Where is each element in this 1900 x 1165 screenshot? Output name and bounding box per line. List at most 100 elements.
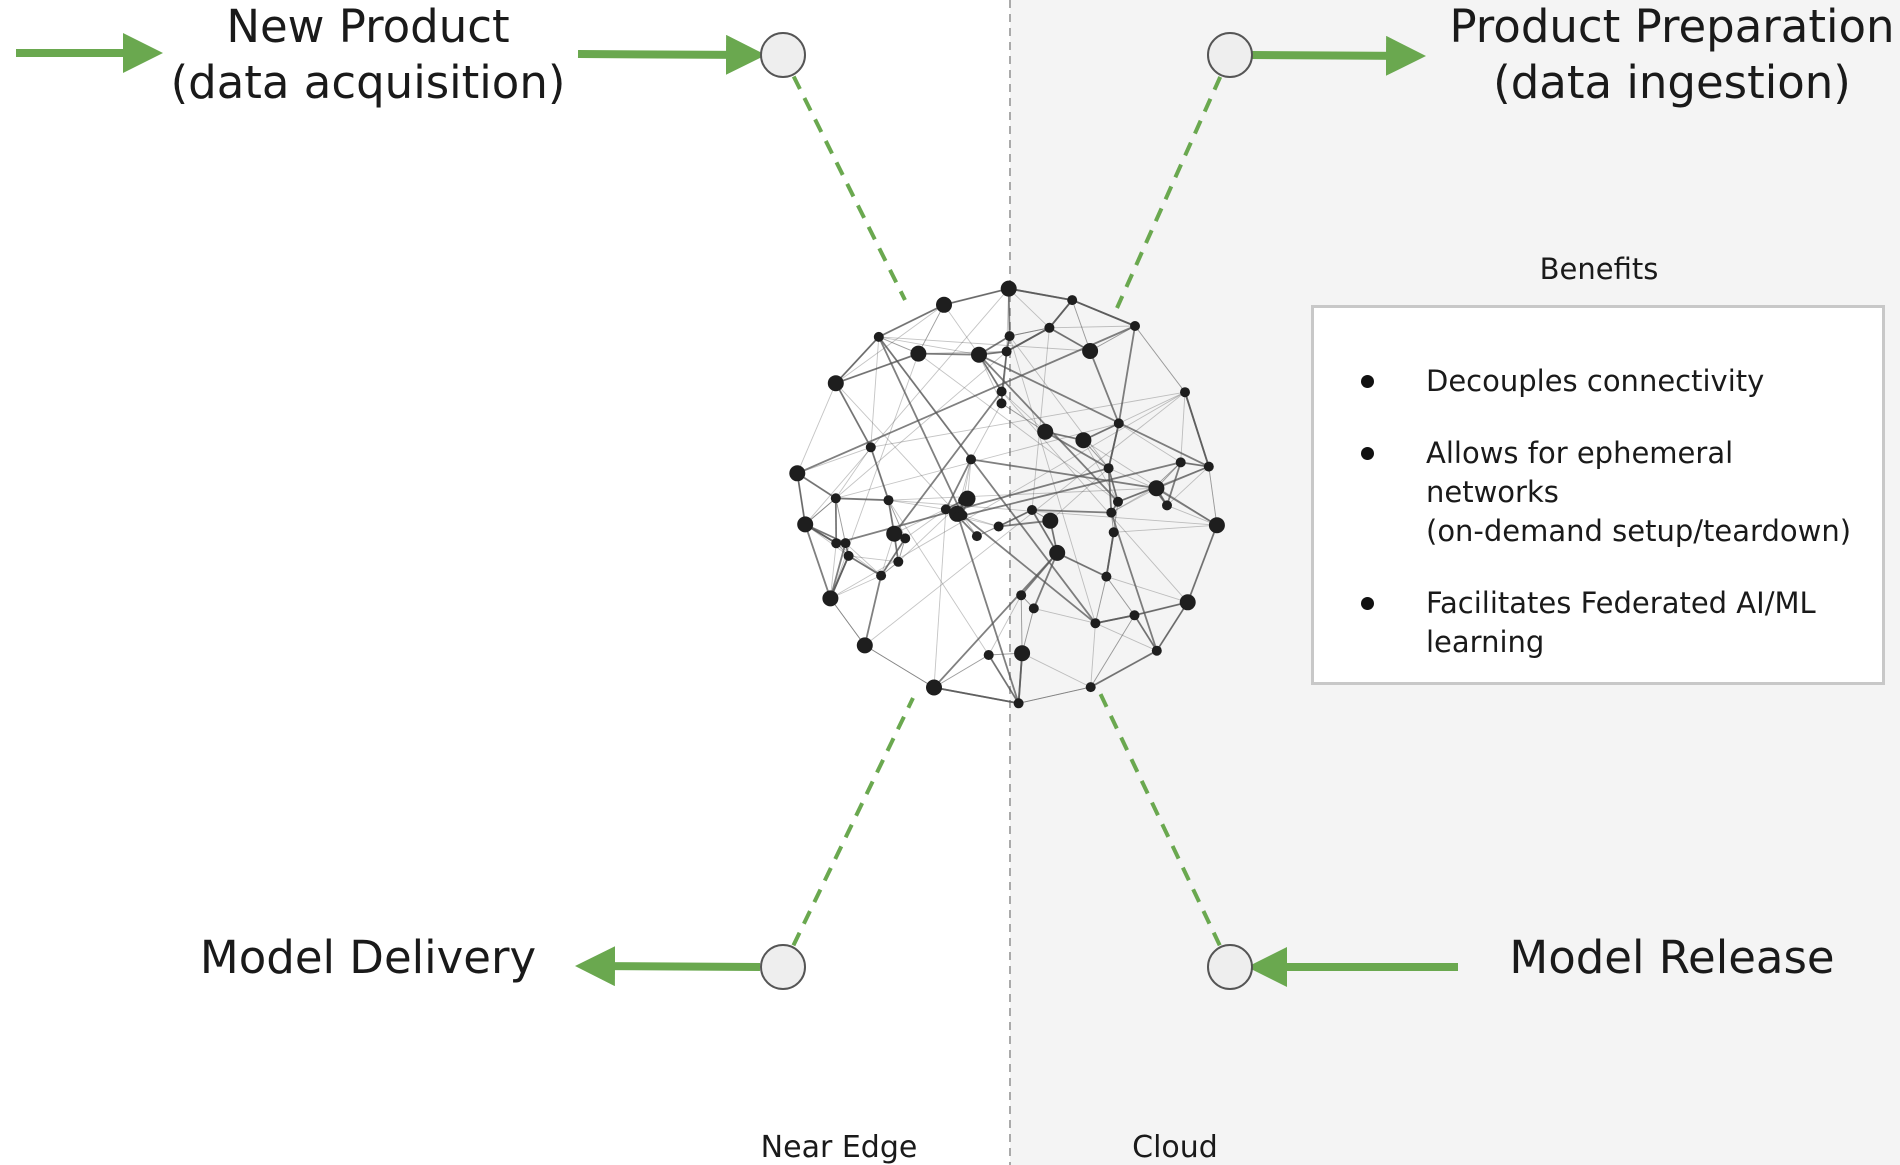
mesh-edge	[864, 645, 935, 688]
mesh-edge	[1009, 327, 1050, 337]
mesh-node	[1004, 331, 1015, 342]
mesh-edge	[864, 645, 935, 688]
mesh-edge	[1031, 509, 1112, 514]
mesh-node	[1162, 500, 1172, 511]
mesh-edge	[1117, 325, 1136, 424]
mesh-node	[873, 331, 884, 342]
mesh-edge	[1018, 686, 1091, 704]
mesh-edge	[877, 336, 964, 516]
mesh-edge	[845, 542, 882, 576]
mesh-edge	[1009, 327, 1050, 337]
mesh-node	[910, 345, 927, 362]
mesh-edge	[987, 654, 1020, 704]
mesh-edge	[1113, 501, 1119, 533]
mesh-edge	[1208, 466, 1218, 526]
mesh-edge	[1001, 336, 1011, 392]
mesh-edge	[1134, 325, 1186, 393]
mesh-edge	[830, 598, 866, 646]
mesh-node	[876, 570, 887, 581]
product-preparation-node	[1207, 32, 1253, 78]
mesh-edge	[1090, 615, 1135, 688]
mesh-edge	[1095, 622, 1157, 652]
mesh-edge	[878, 336, 1097, 624]
mesh-edge	[970, 403, 1002, 460]
mesh-node	[1103, 463, 1114, 474]
mesh-node	[883, 495, 894, 506]
model-delivery-label: Model Delivery	[200, 931, 536, 984]
mesh-edge	[878, 336, 1091, 352]
mesh-node	[843, 550, 854, 561]
mesh-node	[926, 679, 942, 696]
mesh-edge	[1009, 335, 1109, 469]
mesh-node	[1044, 322, 1055, 333]
mesh-edge	[1018, 686, 1091, 704]
mesh-node	[822, 590, 839, 607]
mesh-edge	[1113, 524, 1217, 533]
model-release-node	[1207, 944, 1253, 990]
mesh-edge	[1187, 525, 1218, 603]
mesh-edge	[1156, 465, 1210, 490]
mesh-edge	[835, 336, 880, 384]
mesh-node	[1101, 571, 1112, 582]
mesh-edge	[1117, 486, 1155, 503]
mesh-edge	[888, 499, 946, 510]
mesh-edge	[933, 654, 989, 688]
mesh-node	[996, 386, 1007, 397]
mesh-edge	[962, 514, 999, 527]
mesh-node	[1130, 321, 1140, 331]
mesh-edge	[796, 325, 1136, 475]
mesh-node	[1203, 461, 1214, 472]
mesh-edge	[1095, 614, 1135, 625]
mesh-node	[1049, 544, 1066, 561]
mesh-edge	[835, 304, 945, 384]
mesh-edge	[1044, 430, 1110, 469]
mesh-node	[830, 493, 841, 504]
mesh-node	[1001, 346, 1012, 357]
mesh-edge	[943, 287, 1009, 306]
mesh-edge	[998, 509, 1033, 528]
mesh-edge	[1110, 512, 1158, 651]
product-preparation-arrow	[1251, 35, 1426, 76]
mesh-node	[936, 296, 952, 313]
mesh-edge	[1048, 299, 1073, 329]
mesh-edge	[1083, 439, 1218, 526]
mesh-edge	[933, 509, 947, 688]
mesh-node	[1148, 480, 1165, 497]
mesh-edge	[978, 353, 1210, 468]
mesh-node	[1151, 645, 1162, 656]
mesh-edge	[1009, 335, 1096, 624]
mesh-edge	[1072, 299, 1136, 327]
mesh-edge	[1106, 576, 1135, 616]
bullet-icon	[1361, 447, 1374, 460]
near-edge-label: Near Edge	[761, 1130, 918, 1165]
mesh-edge	[830, 598, 866, 646]
cloud-label: Cloud	[1132, 1130, 1218, 1165]
mesh-edge	[864, 391, 1186, 646]
mesh-edge	[835, 447, 872, 499]
mesh-edge	[870, 391, 1186, 448]
mesh-edge	[945, 458, 972, 510]
model-release-label: Model Release	[1509, 931, 1834, 984]
mesh-edge	[835, 498, 846, 544]
mesh-edge	[1031, 509, 1058, 554]
mesh-node	[940, 504, 951, 515]
mesh-node	[1208, 517, 1225, 534]
mesh-edge	[1089, 325, 1136, 352]
mesh-edge	[1001, 391, 1046, 433]
mesh-edge	[1056, 552, 1107, 578]
mesh-edge	[888, 487, 1157, 501]
mesh-edge	[835, 542, 882, 576]
mesh-edge	[1208, 466, 1218, 526]
new-product-subtitle: (data acquisition)	[171, 56, 566, 109]
product-preparation-subtitle: (data ingestion)	[1493, 56, 1851, 109]
mesh-edge	[1089, 350, 1120, 424]
mesh-edge	[1107, 423, 1120, 469]
mesh-edge	[797, 446, 871, 474]
mesh-edge	[1106, 576, 1135, 616]
mesh-edge	[933, 552, 1058, 689]
mesh-edge	[1134, 325, 1186, 393]
mesh-node	[1042, 512, 1059, 529]
mesh-edge	[1134, 615, 1158, 651]
mesh-edge	[918, 304, 945, 354]
mesh-edge	[1006, 288, 1010, 352]
